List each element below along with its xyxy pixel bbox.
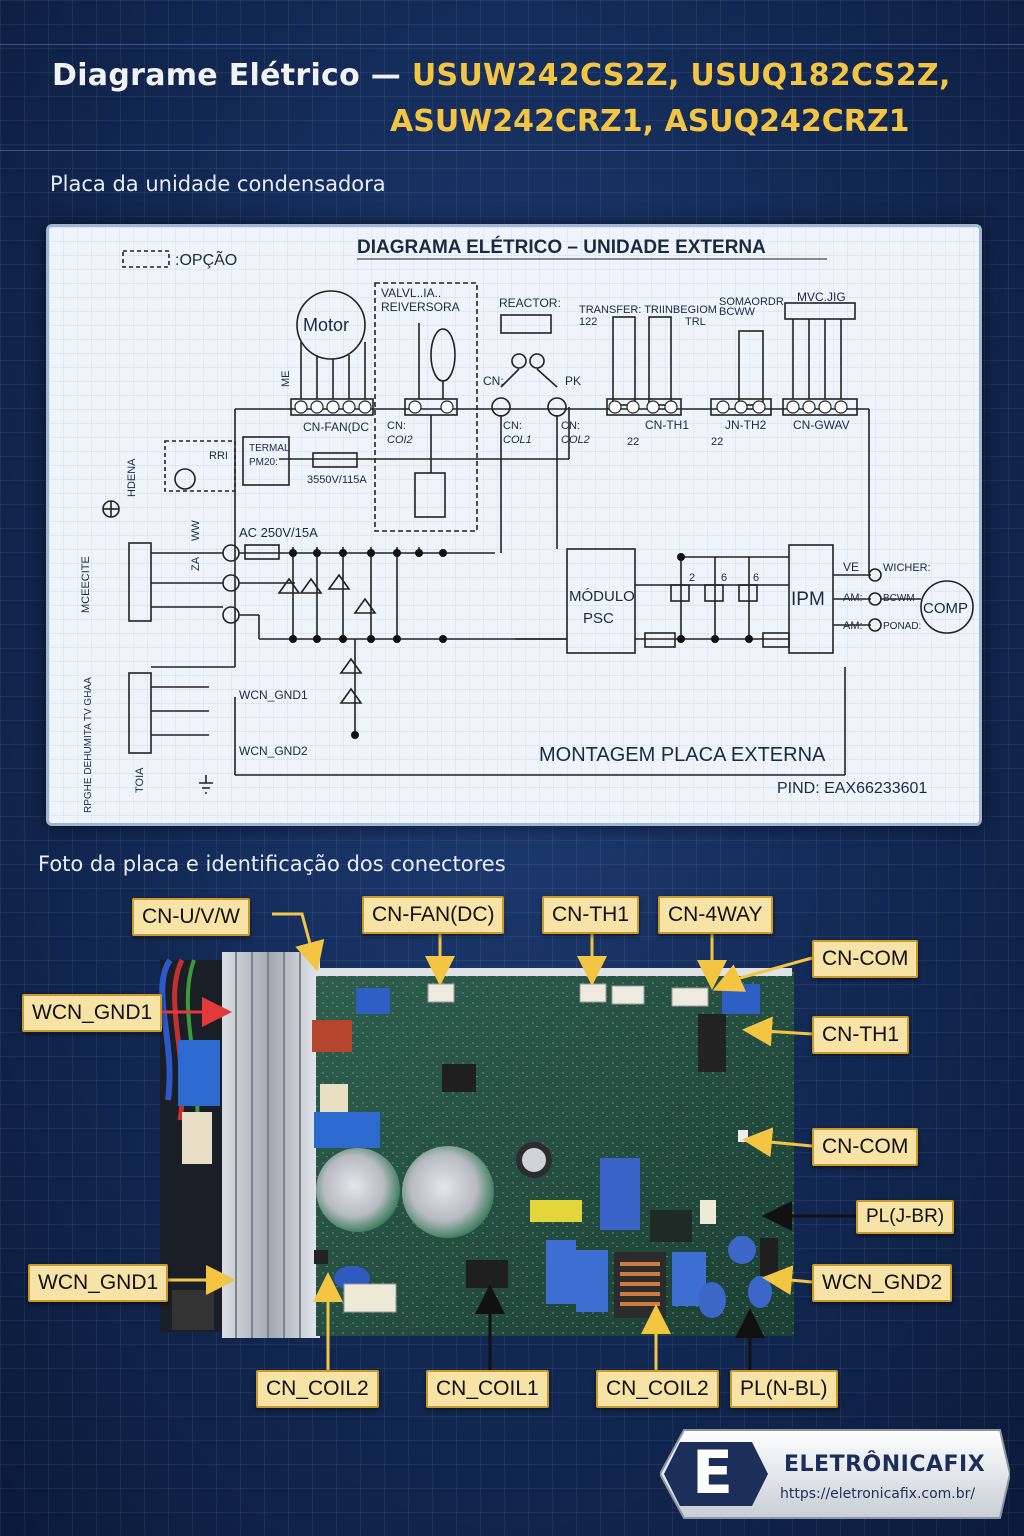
brand-name: ELETRÔNICAFIX xyxy=(784,1452,986,1477)
am-label-1: AM: xyxy=(843,592,863,604)
fuse-rating-label: 3550V/115A xyxy=(307,474,367,486)
reactor-label: REACTOR: xyxy=(499,296,561,310)
cn-fan-label: CN-FAN(DC xyxy=(303,420,369,434)
cn-gwav-label: CN-GWAV xyxy=(793,418,850,432)
side-label-4: RPGHE DEHUMITA TV GHAA xyxy=(83,677,94,813)
label-cn-4way: CN-4WAY xyxy=(658,896,773,934)
schematic-drawing: DIAGRAMA ELÉTRICO – UNIDADE EXTERNA :OPÇ… xyxy=(49,227,979,823)
cn-coi2-label-2: COI2 xyxy=(387,434,413,446)
cn-pk-label: CN: xyxy=(483,374,504,388)
label-wcn-gnd1-bottom: WCN_GND1 xyxy=(28,1264,169,1302)
num-6-b: 6 xyxy=(753,572,759,584)
mvcjig-label: MVC.JIG xyxy=(797,290,846,304)
label-cn-th1-right: CN-TH1 xyxy=(812,1016,909,1054)
wcn-gnd2-schem-label: WCN_GND2 xyxy=(239,744,308,758)
ve-label: VE xyxy=(843,560,859,574)
cn-coi2-label: CN: xyxy=(387,420,406,432)
pk-label: PK xyxy=(565,374,581,388)
schematic-panel: DIAGRAMA ELÉTRICO – UNIDADE EXTERNA :OPÇ… xyxy=(46,224,982,826)
sensor-label: SOMAORDR xyxy=(719,296,784,308)
bcwm-label: BCWM xyxy=(883,593,915,604)
motor-label: Motor xyxy=(303,315,349,335)
cn-col2-label: CN: xyxy=(561,420,580,432)
col1-label: COL1 xyxy=(503,434,532,446)
num-6-a: 6 xyxy=(721,572,727,584)
label-cn-com-1: CN-COM xyxy=(812,940,919,978)
cn-col1-label: CN: xyxy=(503,420,522,432)
za-label: ZA xyxy=(190,556,202,571)
rri-label: RRI xyxy=(209,450,228,462)
transfer-label: TRANSFER: TRIINBEGIOM xyxy=(579,304,717,316)
wcn-gnd1-schem-label: WCN_GND1 xyxy=(239,688,308,702)
label-wcn-gnd2: WCN_GND2 xyxy=(812,1264,953,1302)
brand-letter: E xyxy=(692,1438,733,1508)
section-label-schematic: Placa da unidade condensadora xyxy=(50,172,386,196)
label-wcn-gnd1-top: WCN_GND1 xyxy=(22,994,163,1032)
transfer-label-3: TRL xyxy=(685,316,706,328)
wicher-label: WICHER: xyxy=(883,562,931,574)
montagem-label: MONTAGEM PLACA EXTERNA xyxy=(539,744,826,766)
num-2: 2 xyxy=(689,572,695,584)
jn-th2-label: JN-TH2 xyxy=(725,418,767,432)
option-legend: :OPÇÃO xyxy=(175,249,237,269)
side-label-3: MCEECITE xyxy=(80,556,92,613)
title-models-1: USUW242CS2Z, USUQ182CS2Z, xyxy=(411,58,951,93)
brand-logo: E ELETRÔNICAFIX https://eletronicafix.co… xyxy=(658,1424,1012,1524)
label-cn-th1-top: CN-TH1 xyxy=(542,896,639,934)
pind-label: PIND: EAX66233601 xyxy=(777,780,927,797)
side-label-5: TOIA xyxy=(134,767,146,793)
label-cn-uvw: CN-U/V/W xyxy=(132,898,250,936)
label-pl-jbr: PL(J-BR) xyxy=(856,1200,955,1234)
ponad-label: PONAD: xyxy=(883,621,921,632)
modulo-label: MÓDULO xyxy=(569,588,635,605)
pm20-label: PM20: xyxy=(249,457,278,468)
label-cn-com-2: CN-COM xyxy=(812,1128,919,1166)
brand-url[interactable]: https://eletronicafix.com.br/ xyxy=(780,1486,976,1502)
transfer-label-2: 122 xyxy=(579,316,597,328)
cn-th1-label: CN-TH1 xyxy=(645,418,689,432)
me-label: ME xyxy=(280,371,292,388)
section-label-photo: Foto da placa e identificação dos conect… xyxy=(38,852,506,876)
label-cn-fan-dc: CN-FAN(DC) xyxy=(362,896,505,934)
valve-label: VALVL..IA.. xyxy=(381,286,441,300)
page-title: Diagrame Elétrico — USUW242CS2Z, USUQ182… xyxy=(52,58,951,93)
divider xyxy=(0,150,1024,151)
num-22-b: 22 xyxy=(711,436,723,448)
termal-label: TERMAL xyxy=(249,443,290,454)
ww-label: WW xyxy=(190,520,202,541)
ipm-label: IPM xyxy=(791,589,825,610)
sensor-label-2: BCWW xyxy=(719,306,756,318)
divider xyxy=(0,44,1024,45)
side-label-2: HDENA xyxy=(126,458,138,497)
am-label-2: AM: xyxy=(843,620,863,632)
col2-label: COL2 xyxy=(561,434,590,446)
title-models-2: ASUW242CRZ1, ASUQ242CRZ1 xyxy=(390,104,910,139)
label-cn-coil1: CN_COIL1 xyxy=(426,1370,549,1408)
comp-label: COMP xyxy=(923,600,968,617)
label-pl-nbl: PL(N-BL) xyxy=(730,1370,838,1408)
label-cn-coil2-b: CN_COIL2 xyxy=(596,1370,719,1408)
label-cn-coil2-a: CN_COIL2 xyxy=(256,1370,379,1408)
ac-label: AC 250V/15A xyxy=(239,525,318,540)
num-22-a: 22 xyxy=(627,436,639,448)
schematic-title: DIAGRAMA ELÉTRICO – UNIDADE EXTERNA xyxy=(357,236,766,258)
title-prefix: Diagrame Elétrico — xyxy=(52,58,412,93)
valve-label-2: REIVERSORA xyxy=(381,300,460,314)
psc-label: PSC xyxy=(583,610,614,627)
